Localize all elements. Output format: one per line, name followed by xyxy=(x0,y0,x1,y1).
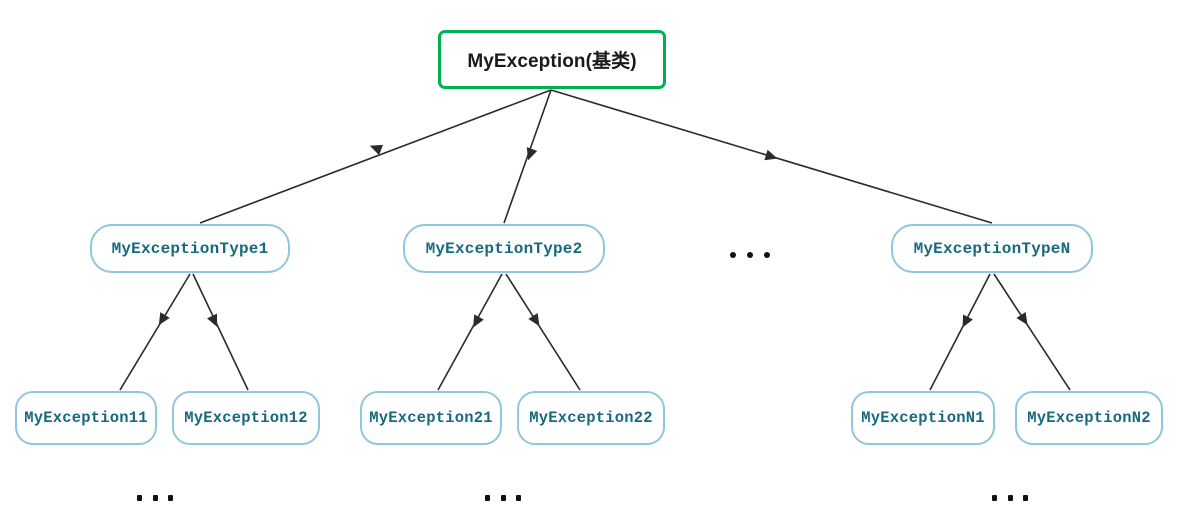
node-myexception11-label: MyException11 xyxy=(24,409,148,427)
node-myexception21-label: MyException21 xyxy=(369,409,493,427)
node-myexception12[interactable]: MyException12 xyxy=(172,391,320,445)
edge-typeN-to-exceptionN2 xyxy=(993,273,1071,391)
ellipsis-dot xyxy=(992,495,997,501)
ellipsis-dot xyxy=(137,495,142,501)
edge-type1-to-exception12 xyxy=(192,273,249,391)
edge-root-to-typeN xyxy=(550,89,993,224)
edge-type2-to-exception21 xyxy=(437,273,503,391)
ellipsis-dot xyxy=(730,252,736,258)
node-myexception11[interactable]: MyException11 xyxy=(15,391,157,445)
ellipsis-dot xyxy=(1007,495,1013,501)
edge-type1-to-exception11 xyxy=(119,273,191,391)
ellipsis-dot xyxy=(168,495,173,501)
node-myexceptiontype1-label: MyExceptionType1 xyxy=(111,239,269,258)
node-myexceptionn2[interactable]: MyExceptionN2 xyxy=(1015,391,1163,445)
node-root-myexception[interactable]: MyException(基类) xyxy=(438,30,666,89)
ellipsis-dot xyxy=(485,495,490,501)
more-children-ellipsis-type2 xyxy=(485,495,521,501)
node-myexception12-label: MyException12 xyxy=(184,409,308,427)
ellipsis-dot xyxy=(152,495,158,501)
ellipsis-dot xyxy=(747,252,753,258)
node-myexceptiontype1[interactable]: MyExceptionType1 xyxy=(90,224,290,273)
ellipsis-dot xyxy=(1023,495,1028,501)
ellipsis-dot xyxy=(516,495,521,501)
node-myexception22[interactable]: MyException22 xyxy=(517,391,665,445)
node-myexceptiontypen-label: MyExceptionTypeN xyxy=(913,239,1071,258)
more-children-ellipsis-type1 xyxy=(137,495,173,501)
edge-type2-to-exception22 xyxy=(505,273,581,391)
node-myexception22-label: MyException22 xyxy=(529,409,653,427)
node-root-label: MyException(基类) xyxy=(467,51,637,72)
node-myexceptiontype2[interactable]: MyExceptionType2 xyxy=(403,224,605,273)
node-myexceptionn2-label: MyExceptionN2 xyxy=(1027,409,1151,427)
node-myexceptionn1-label: MyExceptionN1 xyxy=(861,409,985,427)
ellipsis-dot xyxy=(500,495,506,501)
ellipsis-dot xyxy=(764,252,770,258)
node-myexceptiontype2-label: MyExceptionType2 xyxy=(425,239,583,258)
edge-root-to-type1 xyxy=(199,89,552,224)
node-myexceptiontypen[interactable]: MyExceptionTypeN xyxy=(891,224,1093,273)
edge-root-to-type2 xyxy=(503,89,552,224)
branch-gap-ellipsis xyxy=(730,252,770,258)
more-children-ellipsis-typen xyxy=(992,495,1028,501)
edge-typeN-to-exceptionN1 xyxy=(929,273,991,391)
node-myexception21[interactable]: MyException21 xyxy=(360,391,502,445)
node-myexceptionn1[interactable]: MyExceptionN1 xyxy=(851,391,995,445)
